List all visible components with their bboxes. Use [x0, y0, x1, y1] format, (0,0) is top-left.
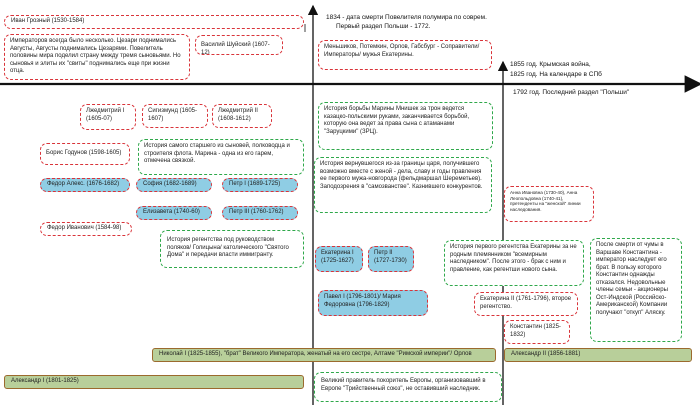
box-returned-tsar: История вернувшегося из-за границы царя,…	[314, 157, 492, 213]
bar-nicholas-1: Николай I (1825-1855), "брат" Великого И…	[152, 348, 496, 362]
box-fedor-alekseevich: Федор Алекс. (1676-1682)	[40, 178, 130, 192]
box-great-ruler: Великий правитель покоритель Европы, орг…	[314, 372, 502, 402]
box-anna: Анна Ивановна (1730-40), Анна Леопольдов…	[504, 186, 594, 222]
box-fedor-ivanovich: Федор Иванович (1584-98)	[40, 222, 132, 236]
box-false-dmitry-2: Лжедмитрий II (1608-1612)	[212, 104, 272, 128]
bar-alexander-2: Александр II (1856-1881)	[504, 348, 692, 362]
box-peter-2: Петр II (1727-1730)	[368, 246, 414, 272]
box-emperors: Императоров всегда было несколько. Цезар…	[4, 34, 190, 80]
note-1792: 1792 год. Последний раздел "Польши"	[513, 89, 630, 96]
box-eldest-son: История самого старшего из сыновей, полк…	[138, 139, 304, 175]
box-konstantin: Константин (1825-1832)	[504, 320, 570, 344]
box-regency: История регентства под руководством поля…	[160, 230, 304, 268]
box-ivan-grozny: Иван Грозный (1530-1584)	[4, 15, 304, 29]
box-plague: После смерти от чумы в Варшаве Константи…	[590, 238, 682, 342]
note-1855: 1855 год. Крымская война,	[510, 61, 591, 68]
box-catherine-2: Екатерина II (1761-1796), второе регентс…	[474, 292, 578, 316]
box-catherine-regency: История первого регентства Екатерины за …	[444, 240, 584, 286]
note-1772: Первый раздел Польши - 1772.	[336, 23, 431, 30]
box-sofia: София (1682-1689)	[136, 178, 212, 192]
box-menshikov: Меньшиков, Потемкин, Орлов, Габсбург - С…	[318, 40, 492, 70]
box-catherine-1: Екатерина I (1725-1627)	[315, 246, 363, 272]
bar-alexander-1: Александр I (1801-1825)	[4, 375, 304, 389]
box-mniszech: История борьбы Марины Мнишек за трон вед…	[318, 102, 493, 150]
box-elizabeth: Елизавета (1740-60)	[136, 206, 212, 220]
note-1825: 1825 год. На календаре в СПб	[510, 71, 602, 78]
box-peter-1: Петр I (1689-1725)	[222, 178, 298, 192]
box-paul-maria: Павел I (1796-1801)/ Мария Федоровна (17…	[318, 290, 428, 316]
box-shuisky: Василий Шуйский (1607-12)	[195, 35, 283, 55]
box-false-dmitry-1: Лжедмитрий I (1605-07)	[80, 104, 136, 130]
box-peter-3: Петр III (1760-1762)	[222, 206, 298, 220]
box-sigismund: Сигизмунд (1605-1607)	[142, 104, 208, 128]
note-1834: 1834 - дата смерти Повелителя полумира п…	[326, 14, 487, 21]
box-godunov: Борис Годунов (1598-1605)	[40, 143, 130, 165]
